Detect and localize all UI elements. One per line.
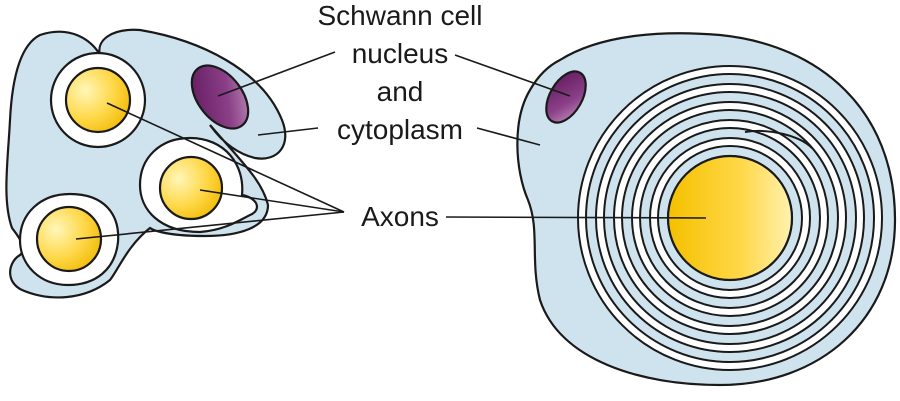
label-schwann-cell: Schwann cell <box>317 0 483 31</box>
left-nucleus <box>190 64 250 130</box>
axon-3 <box>35 205 103 273</box>
label-axons: Axons <box>361 201 439 232</box>
myelin-inner-tongue <box>744 130 813 149</box>
axon-1 <box>64 66 132 134</box>
label-cytoplasm: cytoplasm <box>336 114 464 145</box>
unmyelinated-schwann-cell <box>5 28 287 299</box>
leader-lines <box>75 51 707 240</box>
axon-2 <box>158 155 224 221</box>
label-nucleus: nucleus <box>351 38 449 69</box>
myelinated-schwann-cell <box>516 32 897 387</box>
label-and: and <box>376 76 424 107</box>
